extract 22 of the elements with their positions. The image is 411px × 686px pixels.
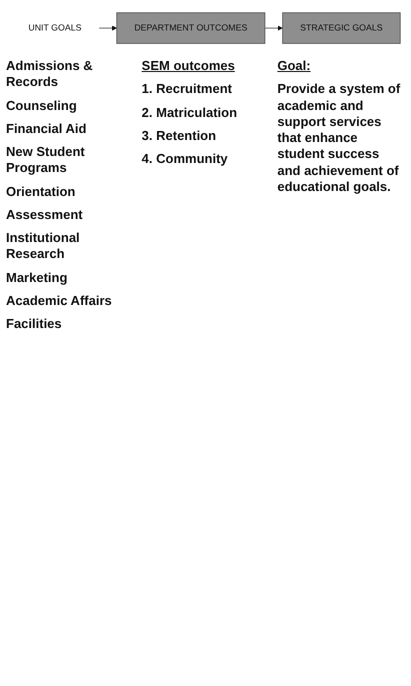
node-box: DEPARTMENT OUTCOMES (116, 12, 266, 44)
list-item: New Student Programs (6, 144, 86, 177)
node-text: UNIT GOALS (28, 22, 82, 33)
list-item: Orientation (6, 184, 76, 200)
list-item: Institutional Research (6, 230, 81, 263)
list-item: Facilities (6, 316, 63, 332)
column-heading: SEM outcomes (142, 58, 236, 74)
list-item: Admissions & Records (6, 58, 94, 91)
list-item: Assessment (6, 206, 84, 224)
list-item: Counseling (6, 98, 78, 114)
list-item: 2. Matriculation (142, 104, 238, 121)
node-box: STRATEGIC GOALS (282, 12, 401, 44)
list-item: Academic Affairs (6, 292, 113, 310)
list-item: 4. Community (142, 151, 229, 168)
list-item: Provide a system of academic and support services that enhance student success and achievement of educational goals. (277, 81, 402, 196)
list-item: 3. Retention (142, 128, 218, 144)
column-heading: Goal: (277, 58, 312, 74)
list-item: Marketing (6, 270, 68, 286)
list-item: Financial Aid (6, 120, 88, 138)
list-item: 1. Recruitment (142, 81, 233, 98)
arrow (264, 26, 283, 31)
arrow (98, 26, 117, 31)
